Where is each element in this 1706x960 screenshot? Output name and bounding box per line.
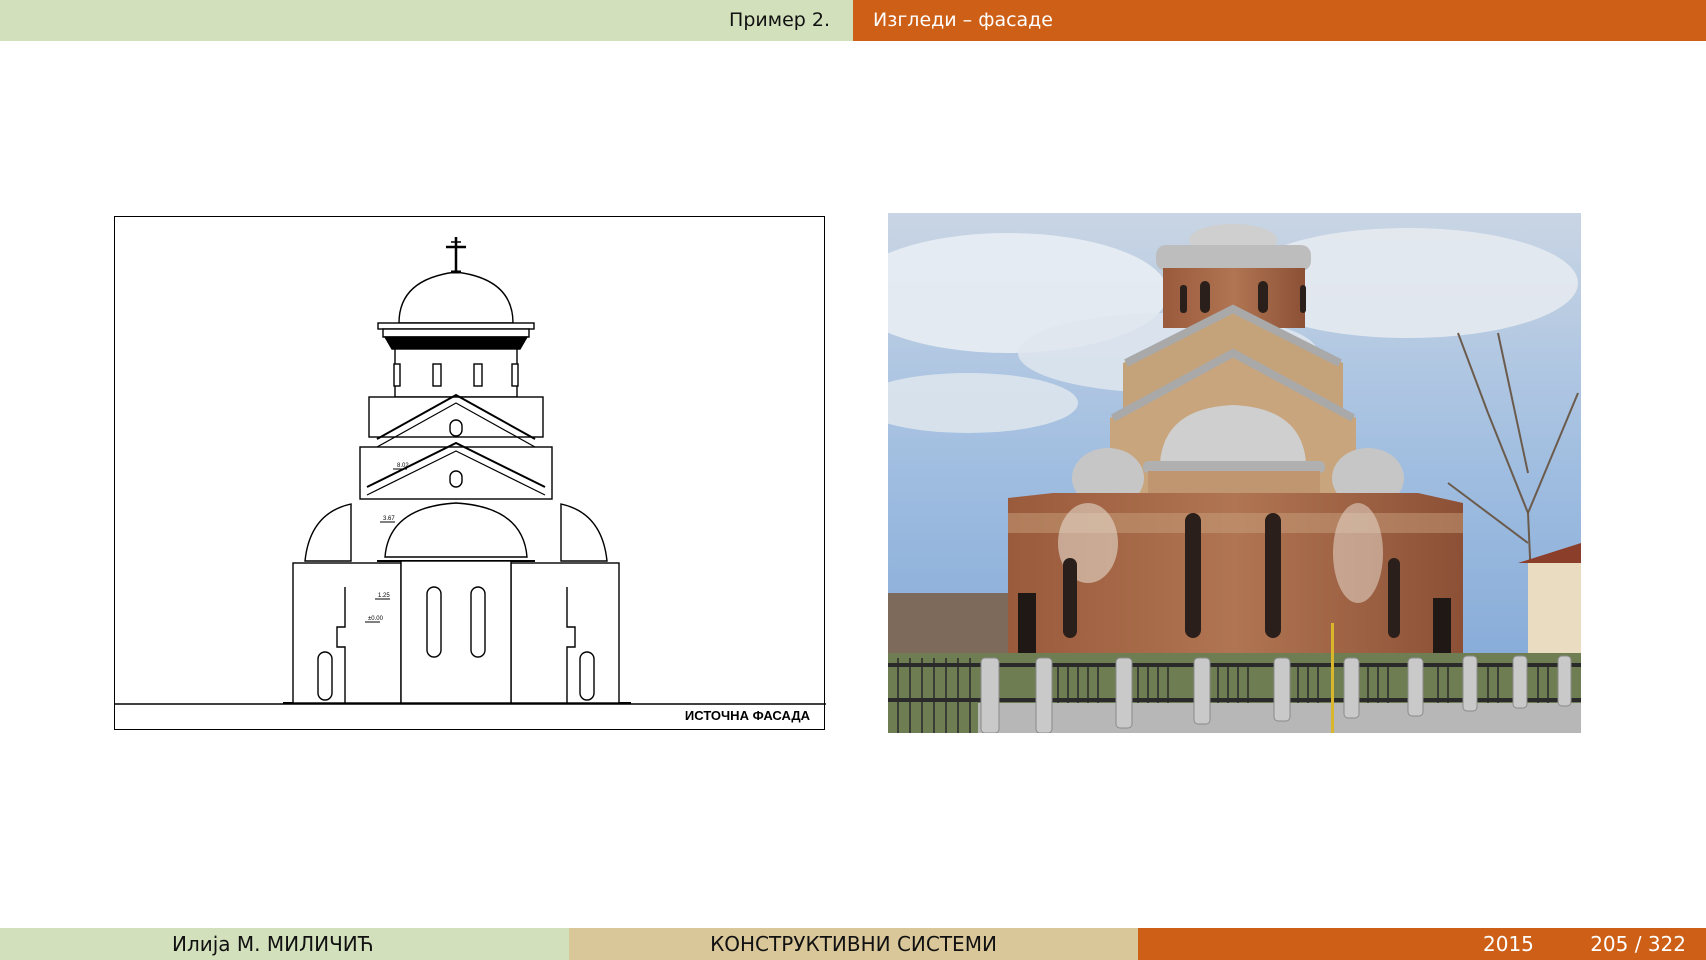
header-title-area[interactable]: Изгледи – фасаде [853, 0, 1706, 41]
footer-author[interactable]: Илија М. МИЛИЧИЋ [172, 932, 374, 956]
header-section-area[interactable]: Пример 2. [0, 0, 853, 41]
footer-author-area[interactable]: Илија М. МИЛИЧИЋ [0, 928, 569, 960]
footer-info-area[interactable]: 2015 205 / 322 [1138, 928, 1706, 960]
church-photo [888, 213, 1581, 733]
footer-page-number: 205 / 322 [1590, 932, 1686, 956]
footer-course-area[interactable]: КОНСТРУКТИВНИ СИСТЕМИ [569, 928, 1138, 960]
level-label-2: 3.67 [383, 516, 395, 522]
cross-icon [446, 237, 466, 272]
drawing-caption: ИСТОЧНА ФАСАДА [684, 708, 810, 723]
elevation-drawing: 8.02 3.67 1.25 ±0.00 ИСТОЧНА ФАСАДА [114, 216, 826, 730]
footer-course[interactable]: КОНСТРУКТИВНИ СИСТЕМИ [710, 932, 997, 956]
footer-bar: Илија М. МИЛИЧИЋ КОНСТРУКТИВНИ СИСТЕМИ 2… [0, 928, 1706, 960]
footer-year: 2015 [1483, 932, 1534, 956]
header-section-label[interactable]: Пример 2. [729, 9, 830, 31]
church-photo-svg [888, 213, 1581, 733]
church-elevation-svg: 8.02 3.67 1.25 ±0.00 [115, 237, 826, 705]
header-bar: Пример 2. Изгледи – фасаде [0, 0, 1706, 41]
header-slide-title[interactable]: Изгледи – фасаде [873, 9, 1053, 31]
level-label-4: ±0.00 [368, 616, 384, 622]
level-label-3: 1.25 [378, 593, 390, 599]
level-label-1: 8.02 [397, 463, 409, 469]
